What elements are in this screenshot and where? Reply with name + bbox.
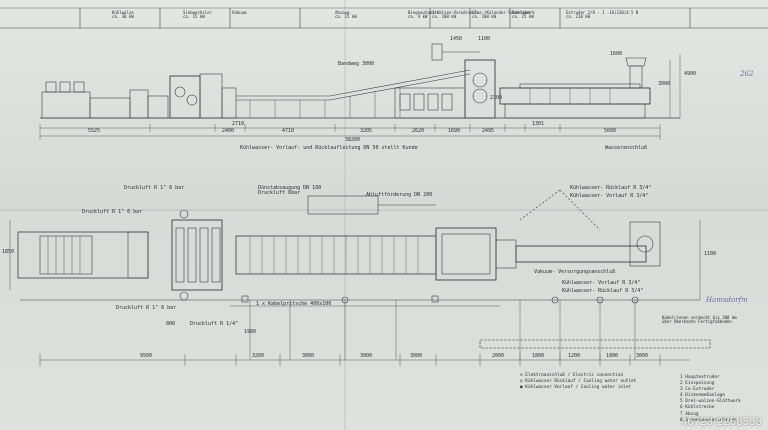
upper-dim-1: 1450 — [450, 36, 463, 42]
druckluft-label-1: Druckluft R 1" 6 bar — [124, 185, 185, 191]
part-item: 3 Co-Extruder — [680, 387, 715, 393]
druckluft-label-3: Druckluft R 1" 6 bar — [116, 305, 177, 311]
legend-electric: ⊙ Elektroanschluß / Electric connection — [520, 373, 624, 378]
druckluft-label-4: Druckluft R 1/4" — [190, 321, 239, 327]
water-connection-label: Wasseranschluß — [605, 145, 648, 151]
bottom-dim-7: 1800 — [532, 353, 545, 359]
header-col7: Glas-/Kalander-Schmelzwerk ca. 100 kW — [472, 10, 535, 19]
druckluft-label-2: Druckluft R 1" 6 bar — [82, 209, 143, 215]
header-col1: Kühlwalze ca. 30 kW — [112, 10, 134, 19]
header-col2: Siebwechsler ca. 15 kW — [183, 10, 212, 19]
total-length: 38200 — [345, 137, 361, 143]
header-col3: Vakuum — [232, 10, 247, 15]
header-col6: 1.Walzen-Vorwärmsch. ca. 100 kW — [432, 10, 481, 19]
bottom-dim-6: 2000 — [492, 353, 505, 359]
header-col5: Biegeautomat ca. 4 kW — [408, 10, 437, 19]
height-dim-1: 3000 — [658, 81, 671, 87]
cooling-return-top: Kühlwasser- Rücklauf R 3/4" — [570, 185, 652, 191]
bottom-dim-2: 3200 — [252, 353, 265, 359]
seg-dim-10: 5600 — [604, 128, 617, 134]
bottom-dim-4: 3000 — [360, 353, 373, 359]
seg-dim-1: 5525 — [88, 128, 101, 134]
seg-dim-2: 2400 — [222, 128, 235, 134]
vert-dim-2: 800 — [166, 321, 176, 327]
seg-dim-7: 1690 — [448, 128, 461, 134]
vacuum-label: Vakuum- Versorgungsanschluß — [534, 269, 616, 275]
parts-list: 1 Hauptextruder 2 Einspeisung 3 Co-Extru… — [680, 375, 741, 424]
part-item: 6 Kühlstrecke — [680, 405, 715, 411]
handwritten-number: 262 — [740, 70, 754, 78]
legend-cooling-inlet: ● Kühlwasser Vorlauf / Cooling water inl… — [520, 385, 632, 390]
watermark-id: 46723-2258503 — [681, 416, 762, 428]
height-dim-2: 4900 — [684, 71, 697, 77]
seg-dim-9: 1301 — [532, 121, 545, 127]
header-col8: Extruder ca. 25 kW — [512, 10, 534, 19]
part-item: 7 Abzug — [680, 411, 699, 417]
bottom-dim-9: 1800 — [606, 353, 619, 359]
seg-dim-5: 3205 — [360, 128, 373, 134]
seg-dim-3: 2710 — [232, 121, 245, 127]
seg-dim-6: 2620 — [412, 128, 425, 134]
bottom-dim-5: 3000 — [410, 353, 423, 359]
bottom-dim-3: 3000 — [302, 353, 315, 359]
bottom-dim-10: 3000 — [636, 353, 649, 359]
cooling-return-mid: Kühlwasser- Rücklauf R 3/4" — [562, 288, 644, 294]
part-item: 1 Hauptextruder — [680, 375, 720, 380]
upper-dim-3: 1600 — [610, 51, 623, 57]
upper-dim-2: 1100 — [478, 36, 491, 42]
cooling-supply-mid: Kühlwasser- Vorlauf R 3/4" — [562, 280, 641, 286]
header-col4: Absaug. ca. 15 kW — [335, 10, 357, 19]
part-item: 2 Einspeisung — [680, 381, 715, 387]
part-item: 8 Schneideeinrichtung — [680, 417, 736, 423]
vert-dim-4: 1100 — [704, 251, 717, 257]
header-col9: Extruder 2/8 - 1 -16(120)4.5 N ca. 210 k… — [566, 10, 639, 19]
absaugung-label: Dünstabsaugung DN 100 Druckluft 6bar — [258, 185, 322, 196]
cooling-supply-top: Kühlwasser- Vorlauf R 3/4" — [570, 193, 649, 199]
part-item: 4 Dickenmeßanlage — [680, 393, 725, 399]
part-item: 5 Drei-walzen-Glättwerk — [680, 399, 741, 405]
connection-legend: ⊙ Elektroanschluß / Electric connection … — [520, 373, 636, 391]
right-note: Kabelrinnen verdeckt bis 300 mm über Obe… — [662, 315, 737, 324]
bottom-dim-1: 9500 — [140, 353, 153, 359]
abluft-label: Abluftförderung DN 200 — [366, 192, 433, 198]
vert-dim-3: 1900 — [244, 329, 257, 335]
vert-dim-1: 1850 — [2, 249, 15, 255]
height-dim-3: 2300 — [490, 95, 503, 101]
legend-cooling-outlet: ◎ Kühlwasser Rücklauf / Cooling water ou… — [520, 379, 637, 384]
handwritten-note: Hamsdorfm — [706, 296, 748, 304]
seg-dim-8: 2495 — [482, 128, 495, 134]
seg-dim-4: 4710 — [282, 128, 295, 134]
bottom-dim-8: 1200 — [568, 353, 581, 359]
cooling-note: Kühlwasser- Vorlauf- und Rücklaufleitung… — [240, 145, 418, 151]
bandweg-label: Bandweg 3000 — [338, 61, 375, 67]
cable-tray-label: 1 x Kabelpritsche 400x100 — [256, 301, 332, 307]
